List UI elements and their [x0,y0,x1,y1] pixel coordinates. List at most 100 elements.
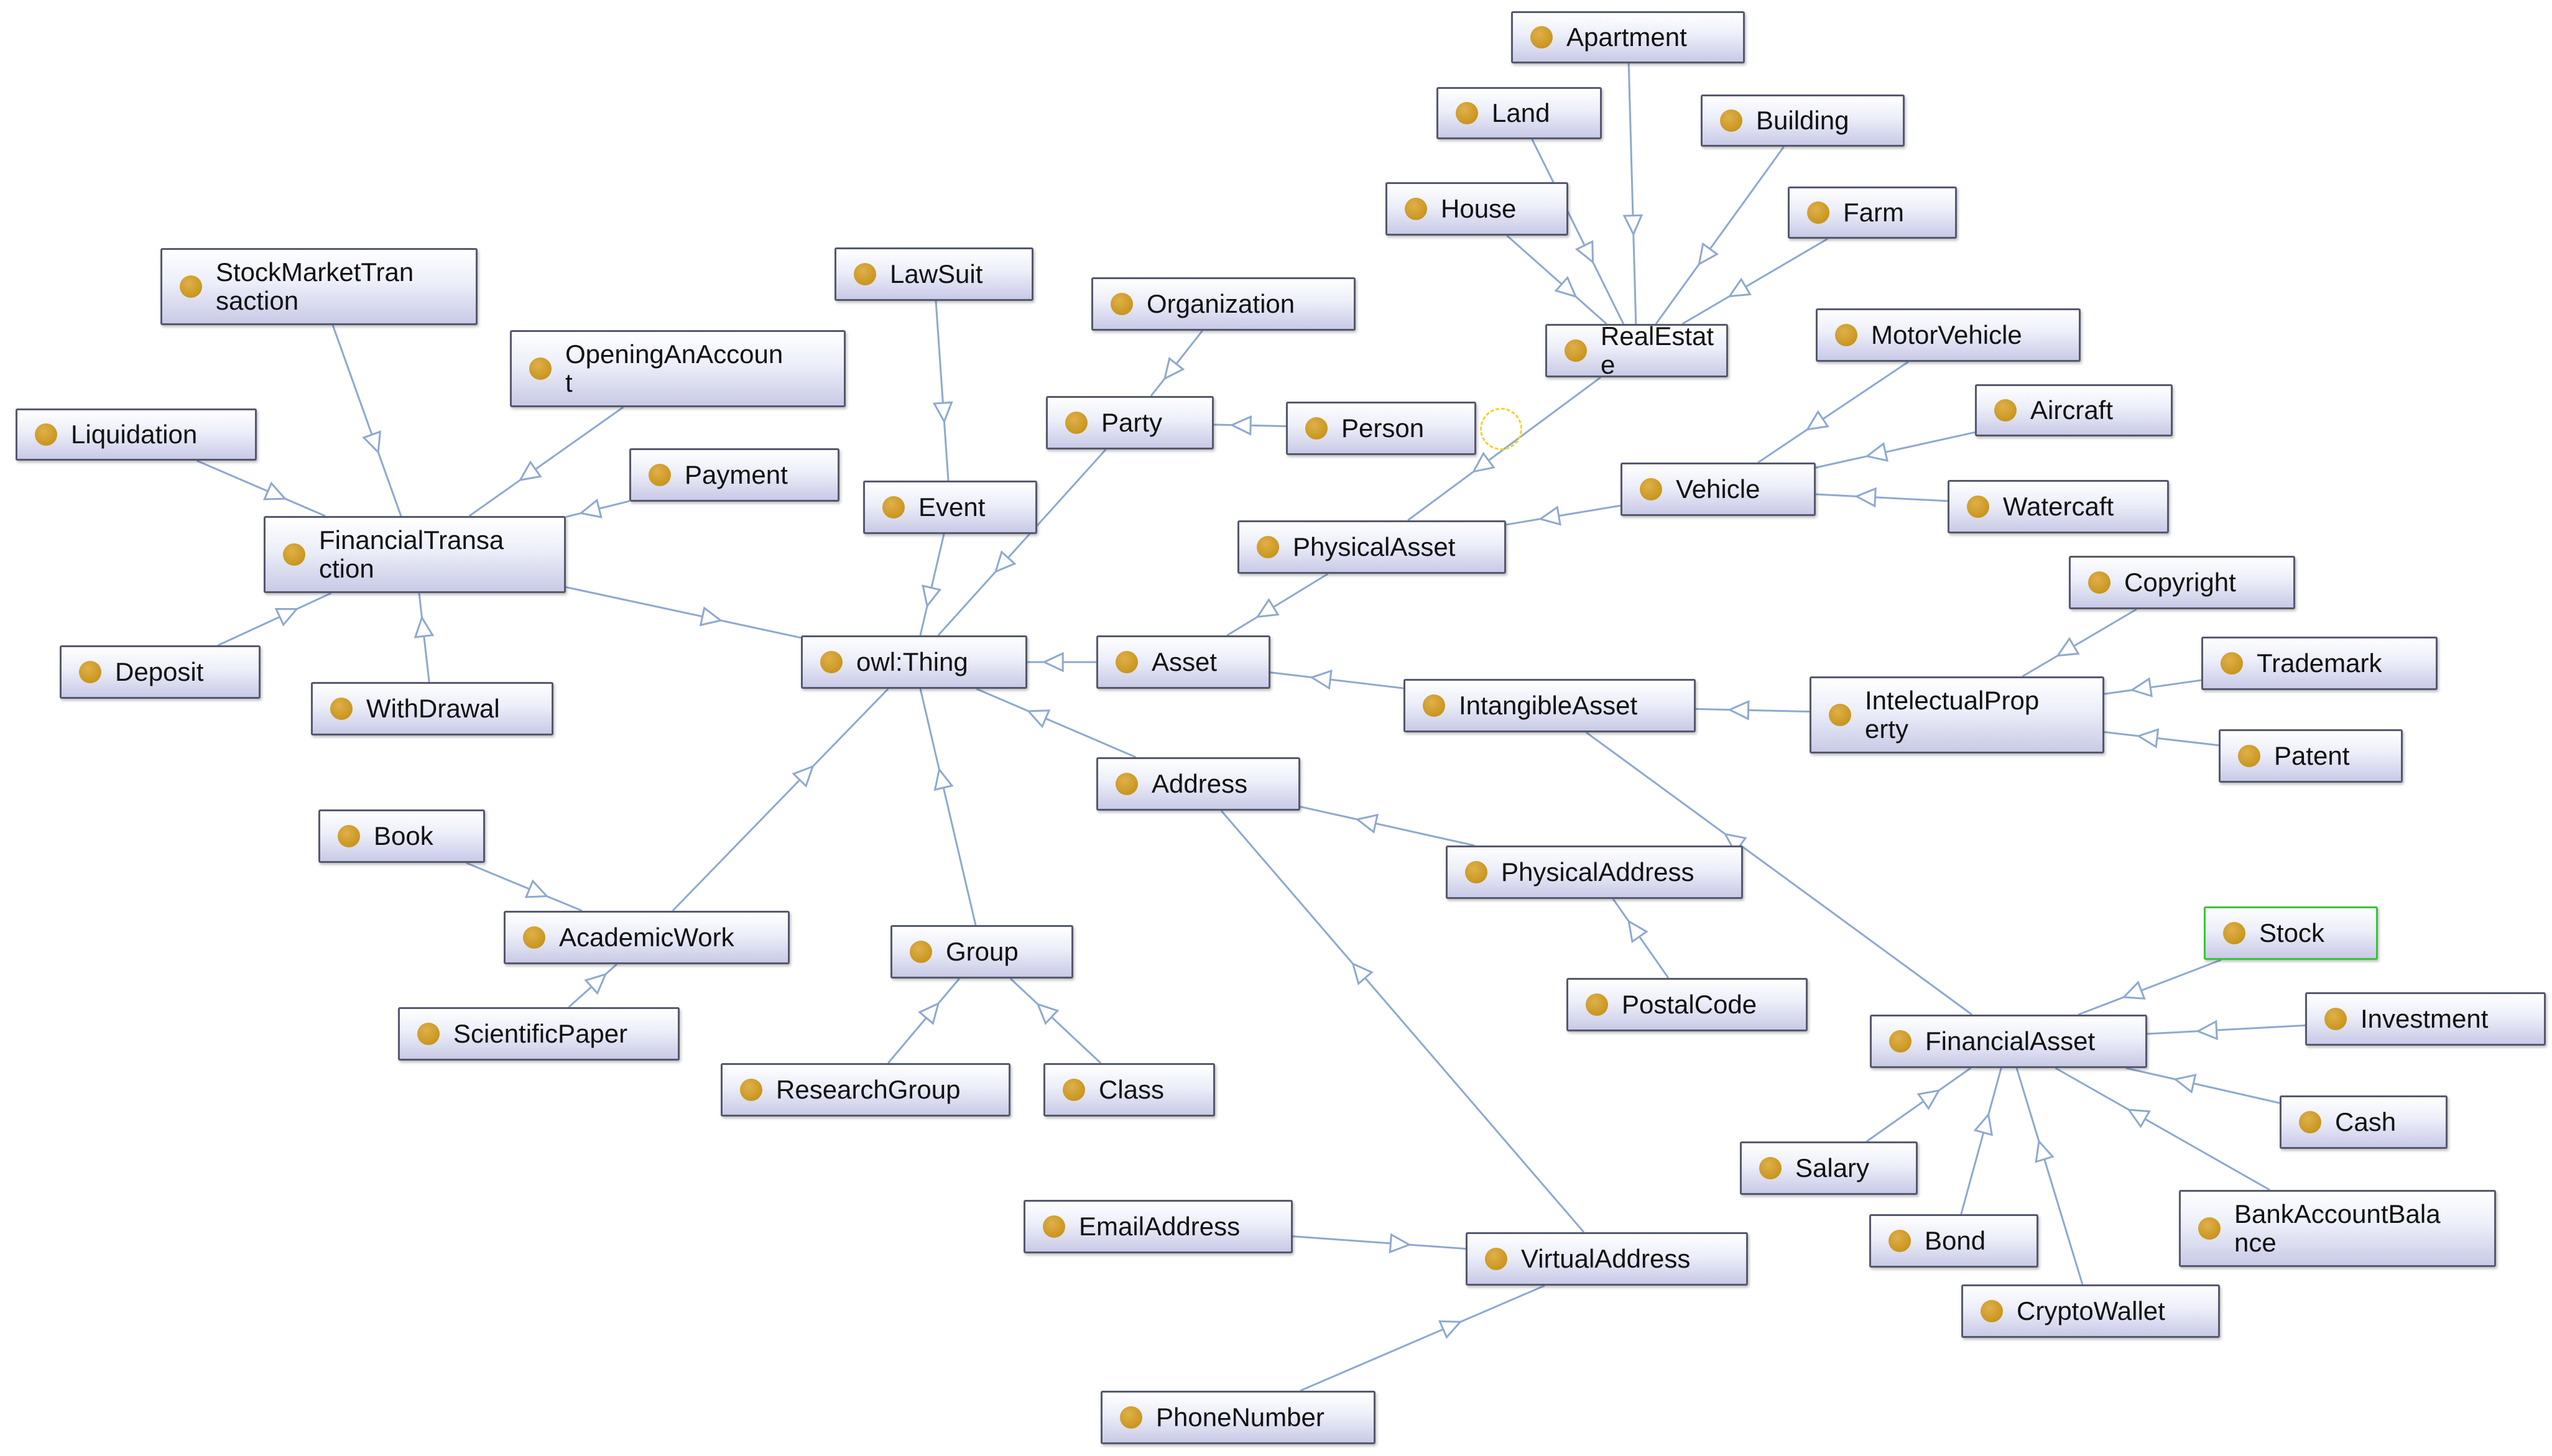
class-node-liquidation[interactable]: Liquidation [16,408,257,461]
class-node-watercaft[interactable]: Watercaft [1948,480,2169,533]
class-node-land[interactable]: Land [1436,87,1602,139]
class-node-virtual-address[interactable]: VirtualAddress [1466,1232,1748,1286]
class-node-bank-account-balance[interactable]: BankAccountBala nce [2179,1190,2496,1267]
class-circle-icon [1063,1079,1085,1101]
class-circle-icon [523,926,545,949]
class-node-salary[interactable]: Salary [1740,1141,1918,1195]
subclass-arrow-icon [699,606,723,627]
subclass-arrow-icon [1622,214,1644,237]
class-node-crypto-wallet[interactable]: CryptoWallet [1961,1284,2220,1338]
class-node-label: Class [1099,1075,1165,1104]
class-circle-icon [1465,861,1487,883]
subclass-arrow-icon [2129,677,2153,698]
class-node-with-drawal[interactable]: WithDrawal [311,682,553,735]
class-node-patent[interactable]: Patent [2219,729,2403,783]
subclass-arrow-icon [933,767,954,791]
subclass-arrow-icon [1973,1112,1994,1136]
class-node-label: Cash [2335,1107,2397,1136]
class-circle-icon [1257,536,1279,558]
class-node-person[interactable]: Person [1286,402,1476,455]
class-circle-icon [2088,571,2110,594]
class-circle-icon [1994,399,2017,422]
edge-cash-to-financial-asset [2125,1067,2280,1104]
class-node-party[interactable]: Party [1046,396,1214,449]
class-circle-icon [1305,417,1328,440]
class-node-group[interactable]: Group [890,925,1073,979]
class-node-organization[interactable]: Organization [1091,277,1356,331]
subclass-arrow-icon [1723,832,1747,854]
class-node-label: Liquidation [71,420,198,449]
edge-investment-to-financial-asset [2147,1024,2306,1035]
class-node-opening-an-account[interactable]: OpeningAnAccoun t [510,330,846,407]
subclass-arrow-icon [1805,410,1829,431]
class-node-house[interactable]: House [1385,182,1568,236]
class-node-intelectual-property[interactable]: IntelectualProp erty [1810,676,2104,753]
class-node-address[interactable]: Address [1096,757,1300,811]
class-node-email-address[interactable]: EmailAddress [1024,1200,1293,1253]
class-node-payment[interactable]: Payment [629,448,839,502]
class-node-postal-code[interactable]: PostalCode [1566,978,1808,1031]
class-node-trademark[interactable]: Trademark [2201,637,2438,690]
class-node-label: Person [1341,413,1425,443]
class-node-class[interactable]: Class [1043,1063,1215,1117]
subclass-arrow-icon [1042,652,1064,673]
class-node-intangible-asset[interactable]: IntangibleAsset [1403,679,1696,732]
class-node-owl-thing[interactable]: owl:Thing [801,635,1027,689]
class-node-stock[interactable]: Stock [2204,906,2378,960]
class-node-building[interactable]: Building [1701,94,1905,147]
edge-bank-account-balance-to-financial-asset [2055,1067,2270,1191]
class-node-label: Book [374,821,433,850]
class-circle-icon [1120,1406,1142,1429]
edge-intangible-asset-to-asset [1270,671,1404,689]
edge-with-drawal-to-financial-transaction [418,592,430,683]
class-node-physical-asset[interactable]: PhysicalAsset [1237,520,1506,574]
subclass-arrow-icon [584,972,608,995]
class-circle-icon [1889,1030,1912,1053]
class-node-academic-work[interactable]: AcademicWork [504,911,790,964]
class-circle-icon [2198,1217,2221,1240]
class-node-label: Trademark [2257,648,2382,678]
edge-patent-to-intelectual-property [2104,731,2219,747]
class-node-label: Asset [1152,647,1218,676]
class-circle-icon [1485,1248,1507,1270]
class-circle-icon [1456,102,1478,124]
class-node-label: Event [918,492,986,522]
class-node-cash[interactable]: Cash [2280,1095,2448,1149]
class-node-label: AcademicWork [559,923,734,952]
class-node-aircraft[interactable]: Aircraft [1975,384,2173,436]
class-node-bond[interactable]: Bond [1869,1214,2038,1268]
class-node-label: FinancialAsset [1925,1026,2096,1056]
class-node-asset[interactable]: Asset [1096,635,1270,689]
class-node-law-suit[interactable]: LawSuit [834,247,1033,301]
class-node-event[interactable]: Event [863,481,1037,534]
class-node-label: RealEstate [1601,321,1714,379]
class-node-physical-address[interactable]: PhysicalAddress [1446,845,1743,899]
edge-house-to-real-estate [1506,234,1607,325]
class-node-financial-transaction[interactable]: FinancialTransa ction [264,516,566,593]
class-node-farm[interactable]: Farm [1788,187,1957,239]
class-node-financial-asset[interactable]: FinancialAsset [1870,1015,2147,1068]
class-node-label: Organization [1147,289,1295,318]
class-node-research-group[interactable]: ResearchGroup [721,1063,1010,1117]
class-node-vehicle[interactable]: Vehicle [1620,463,1816,516]
class-circle-icon [1116,773,1138,795]
class-node-motor-vehicle[interactable]: MotorVehicle [1816,308,2081,362]
class-node-deposit[interactable]: Deposit [60,645,261,699]
subclass-arrow-icon [1916,1089,1941,1110]
class-node-copyright[interactable]: Copyright [2069,556,2295,609]
edge-stock-to-financial-asset [2078,959,2222,1016]
class-circle-icon [417,1023,440,1045]
class-node-phone-number[interactable]: PhoneNumber [1101,1391,1375,1444]
class-node-stock-market-transaction[interactable]: StockMarketTran saction [160,248,478,325]
class-node-apartment[interactable]: Apartment [1511,11,1745,63]
class-node-label: StockMarketTran saction [216,257,414,315]
edge-stock-market-transaction-to-financial-transaction [331,325,402,517]
class-node-book[interactable]: Book [318,809,485,863]
class-node-investment[interactable]: Investment [2305,992,2546,1046]
edge-email-address-to-virtual-address [1292,1235,1466,1250]
class-node-scientific-paper[interactable]: ScientificPaper [398,1007,680,1061]
class-node-real-estate[interactable]: RealEstate [1545,321,1728,379]
subclass-arrow-icon [994,550,1017,574]
subclass-arrow-icon [2127,1108,2151,1128]
